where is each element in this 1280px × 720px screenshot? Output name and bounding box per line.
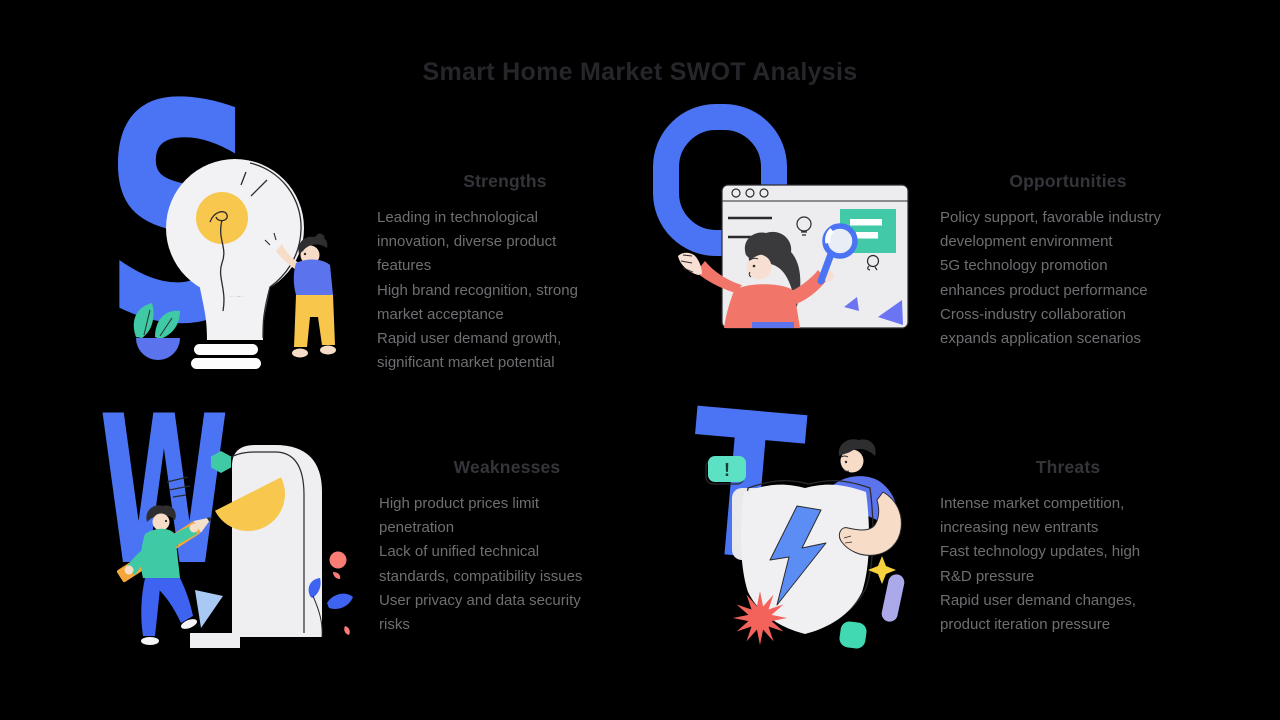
opportunities-item: 5G technology promotion enhances product… — [940, 257, 1148, 299]
threats-item: Fast technology updates, high R&D pressu… — [940, 543, 1141, 585]
strengths-item: Leading in technological innovation, div… — [377, 209, 557, 275]
opportunities-section: Opportunities Policy support, favorable … — [940, 170, 1196, 351]
weaknesses-item: Lack of unified technical standards, com… — [379, 543, 583, 585]
threats-item: Intense market competition, increasing n… — [940, 495, 1125, 537]
alert-box: ! — [705, 456, 746, 485]
exclamation-mark: ! — [724, 460, 730, 480]
teal-square-decor — [839, 621, 867, 649]
weaknesses-section: Weaknesses High product prices limit pen… — [379, 456, 635, 637]
painter-person — [124, 505, 199, 645]
star-decor — [868, 556, 896, 584]
hexagon-decor — [211, 451, 231, 473]
strengths-heading: Strengths — [463, 171, 547, 191]
letter-o-shape — [653, 104, 787, 256]
cylinder-decor — [881, 574, 905, 622]
weaknesses-item: High product prices limit penetration — [379, 495, 540, 537]
page-title: Smart Home Market SWOT Analysis — [422, 58, 858, 86]
bulb-doodle-icon — [796, 216, 880, 271]
lightbulb-icon — [166, 159, 304, 369]
starburst-decor — [733, 591, 787, 645]
weaknesses-item: User privacy and data security risks — [379, 591, 581, 634]
strengths-section: Strengths Leading in technological innov… — [377, 170, 633, 375]
shield-icon — [740, 480, 874, 634]
arch-shape — [223, 445, 322, 637]
plant — [133, 303, 180, 360]
triangle-decor — [844, 297, 903, 325]
half-disc-decor — [215, 477, 285, 531]
lightning-icon — [769, 505, 827, 606]
leaf-decor — [308, 551, 353, 638]
magnifier-icon — [817, 223, 858, 285]
threats-item: Rapid user demand changes, product itera… — [940, 591, 1136, 634]
threats-section: Threats Intense market competition, incr… — [940, 456, 1196, 637]
threats-illustration: T ! — [680, 400, 905, 649]
weaknesses-illustration: W — [99, 400, 353, 648]
opportunities-heading: Opportunities — [1009, 171, 1127, 191]
platform-shape — [190, 633, 240, 648]
light-triangle-decor — [195, 590, 223, 628]
opportunities-illustration — [653, 104, 909, 329]
weaknesses-heading: Weaknesses — [453, 457, 561, 477]
strengths-illustration: S — [102, 95, 336, 385]
presenter-person — [678, 231, 834, 328]
opportunities-item: Policy support, favorable industry devel… — [940, 209, 1161, 251]
threats-heading: Threats — [1035, 457, 1101, 477]
idea-person — [264, 232, 336, 358]
opportunities-item: Cross-industry collaboration expands app… — [940, 305, 1141, 348]
strengths-item: High brand recognition, strong market ac… — [377, 281, 578, 323]
guard-arm — [838, 491, 902, 556]
strengths-item: Rapid user demand growth, significant ma… — [377, 330, 562, 372]
